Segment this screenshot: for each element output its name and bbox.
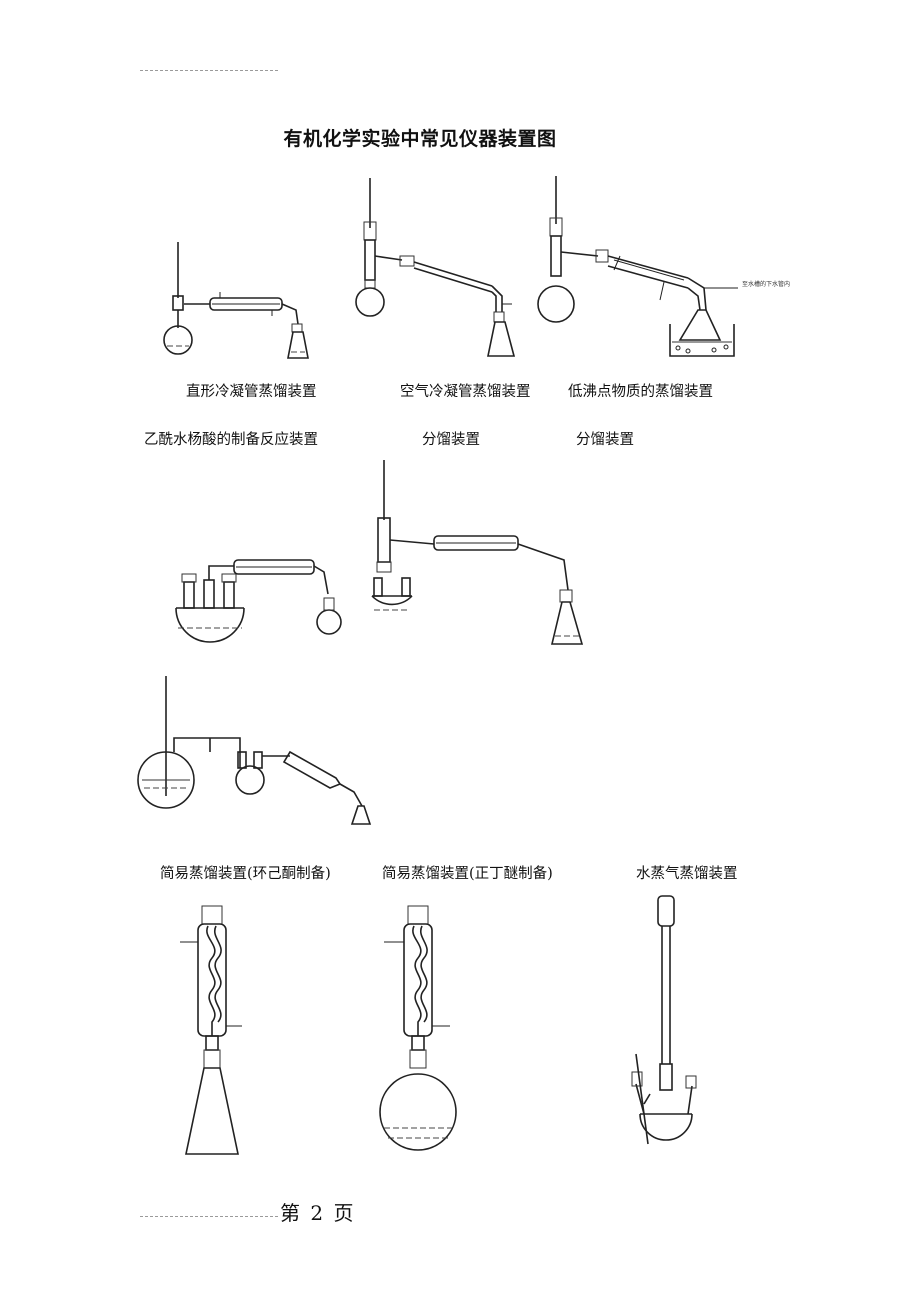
low-boiling-distillation-figure: 至水槽的下水管内 <box>537 176 790 361</box>
page-number-value: 2 <box>310 1201 326 1225</box>
caption-steam-distillation: 水蒸气蒸馏装置 <box>636 866 738 882</box>
air-condenser-distillation-figure <box>352 178 522 363</box>
footer-rule <box>140 1216 278 1217</box>
page-label-suffix: 页 <box>333 1201 356 1225</box>
page-number: 第 2 页 <box>280 1197 355 1226</box>
caption-aspirin-reaction: 乙酰水杨酸的制备反应装置 <box>144 432 318 448</box>
steam-distillation-flask-figure <box>626 894 716 1160</box>
page-label-prefix: 第 <box>280 1201 302 1225</box>
header-rule <box>140 70 278 71</box>
caption-air-condenser: 空气冷凝管蒸馏装置 <box>400 384 531 400</box>
caption-simple-cyclohexanone: 简易蒸馏装置(环己酮制备) <box>160 866 331 882</box>
caption-simple-butyl-ether: 简易蒸馏装置(正丁醚制备) <box>382 866 553 882</box>
page-title: 有机化学实验中常见仪器装置图 <box>283 128 557 150</box>
fractional-distillation-apparatus-figure <box>364 460 586 652</box>
aspirin-reaction-apparatus-figure <box>164 552 354 652</box>
caption-low-boiling: 低沸点物质的蒸馏装置 <box>568 384 713 400</box>
caption-fractional-2: 分馏装置 <box>576 432 634 448</box>
drain-label: 至水槽的下水管内 <box>742 280 790 288</box>
simple-distillation-apparatus-figure <box>137 676 372 830</box>
caption-fractional-1: 分馏装置 <box>422 432 480 448</box>
caption-straight-condenser: 直形冷凝管蒸馏装置 <box>186 384 317 400</box>
bulb-condenser-roundbottom-figure <box>378 902 468 1160</box>
bulb-condenser-erlenmeyer-figure <box>172 902 262 1160</box>
straight-condenser-distillation-figure <box>160 240 320 365</box>
